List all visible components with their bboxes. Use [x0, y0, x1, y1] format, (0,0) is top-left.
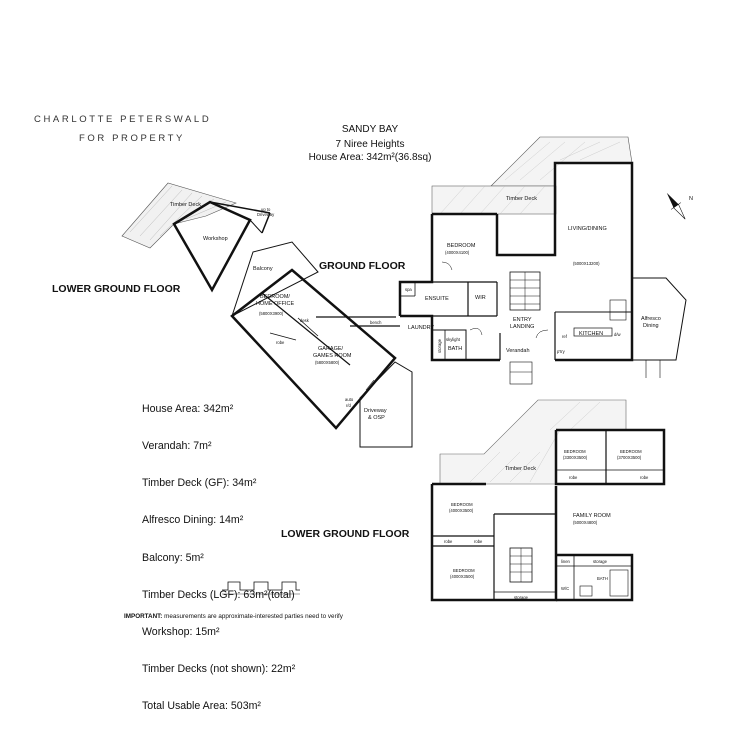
room-label: Driveway: [364, 408, 387, 414]
room-label: robe: [640, 475, 649, 480]
room-label: spa: [405, 287, 412, 292]
property-address: 7 Niree Heights: [335, 139, 405, 150]
room-label: & OSP: [368, 415, 385, 421]
room-label: desk: [300, 318, 310, 323]
room-label: robe: [569, 475, 578, 480]
roof-deck-top: [490, 136, 633, 187]
room-label: (3700X3500): [617, 455, 642, 460]
area-item: Balcony: 5m²: [142, 551, 204, 564]
room-label: Dining: [643, 323, 659, 329]
disclaimer-text: measurements are approximate-interested …: [162, 613, 343, 620]
room-label: storage: [437, 338, 442, 353]
room-label: (4000X3500): [450, 574, 475, 579]
ground-floor-plan: [398, 136, 687, 385]
area-item: Workshop: 15m²: [142, 626, 220, 639]
lower-ground-bottom-plan: [430, 399, 666, 602]
room-label: (4000X3500): [449, 508, 474, 513]
area-item: Verandah: 7m²: [142, 440, 212, 453]
area-schedule: House Area: 342m² Verandah: 7m² Timber D…: [142, 378, 295, 725]
compass-letter: N: [689, 196, 693, 202]
room-label: BEDROOM: [447, 243, 476, 249]
timber-deck-lgf: [121, 182, 237, 249]
lower-ground-left-plan: [121, 182, 413, 448]
room-label: (5800X5800): [315, 360, 340, 365]
driveway-outline: [359, 361, 413, 448]
lower-ground-floor-label-bottom: LOWER GROUND FLOOR: [281, 528, 410, 540]
room-label: GAMES ROOM: [313, 353, 352, 359]
area-item: Timber Decks (LGF): 63m²(total): [142, 588, 295, 601]
alfresco-outline: [631, 277, 687, 361]
room-label: ref: [562, 334, 568, 339]
room-labels: Timber Deck Workshop up to Driveway Balc…: [170, 196, 661, 600]
area-item: Timber Decks (not shown): 22m²: [142, 663, 296, 676]
room-label: robe: [276, 340, 285, 345]
room-label: (5800X3900): [259, 311, 284, 316]
ground-floor-label: GROUND FLOOR: [319, 260, 406, 272]
room-label: ENSUITE: [425, 296, 449, 302]
area-item: House Area: 342m²: [142, 402, 234, 415]
room-label: LANDING: [510, 324, 534, 330]
room-label: linen: [561, 559, 571, 564]
room-label: skylight: [446, 337, 461, 342]
room-label: LIVING/DINING: [568, 226, 607, 232]
room-label: Workshop: [203, 236, 228, 242]
room-label: Timber Deck: [170, 202, 201, 208]
room-label: ENTRY: [513, 317, 532, 323]
room-label: BEDROOM: [564, 449, 586, 454]
scale-bar: [222, 581, 300, 595]
room-label: Verandah: [506, 348, 530, 354]
brand-name: CHARLOTTE PETERSWALD: [34, 114, 212, 125]
room-label: (3300X3500): [563, 455, 588, 460]
room-label: GARAGE/: [318, 346, 344, 352]
area-item: Alfresco Dining: 14m²: [142, 514, 244, 527]
area-item: Timber Deck (GF): 34m²: [142, 477, 257, 490]
room-label: BEDROOM/: [260, 294, 290, 300]
room-label: BATH: [448, 346, 462, 352]
timber-deck-gf: [431, 185, 557, 215]
room-label: Timber Deck: [505, 466, 536, 472]
room-label: BEDROOM: [620, 449, 642, 454]
room-label: up to: [261, 207, 271, 212]
room-label: robe: [474, 539, 483, 544]
compass-icon: [666, 192, 686, 220]
room-label: (5000X13200): [573, 261, 600, 266]
room-label: robe: [444, 539, 453, 544]
lower-ground-floor-label-left: LOWER GROUND FLOOR: [52, 283, 181, 295]
room-label: BEDROOM: [451, 502, 473, 507]
brand-tagline: FOR PROPERTY: [79, 133, 185, 144]
garage-block-walls: [230, 268, 397, 430]
room-label: BEDROOM: [453, 568, 475, 573]
room-label: storage: [593, 559, 608, 564]
room-label: KITCHEN: [579, 331, 603, 337]
room-label: auto: [345, 397, 354, 402]
room-label: r/d: [346, 403, 352, 408]
property-suburb: SANDY BAY: [341, 124, 399, 135]
room-label: d/w: [614, 332, 621, 337]
room-label: Driveway: [257, 212, 275, 217]
disclaimer: IMPORTANT: measurements are approximate-…: [124, 613, 343, 620]
room-label: bench: [370, 320, 382, 325]
room-label: WIR: [475, 295, 486, 301]
area-item: Total Usable Area: 503m²: [142, 700, 261, 713]
room-label: (4000X4100): [445, 250, 470, 255]
room-label: Balcony: [253, 266, 273, 272]
room-label: LAUNDRY: [408, 325, 435, 331]
room-label: (5000X4800): [573, 520, 598, 525]
disclaimer-bold: IMPORTANT:: [124, 613, 163, 620]
property-house-area: House Area: 342m²(36.8sq): [308, 152, 432, 163]
room-label: p'try: [557, 349, 566, 354]
balcony-outline: [231, 241, 319, 317]
room-label: Alfresco: [641, 316, 661, 322]
room-label: storage: [514, 595, 529, 600]
room-label: FAMILY ROOM: [573, 513, 611, 519]
room-label: W/C: [561, 586, 569, 591]
room-label: HOME OFFICE: [256, 301, 295, 307]
room-label: BATH: [597, 576, 608, 581]
room-label: Timber Deck: [506, 196, 537, 202]
